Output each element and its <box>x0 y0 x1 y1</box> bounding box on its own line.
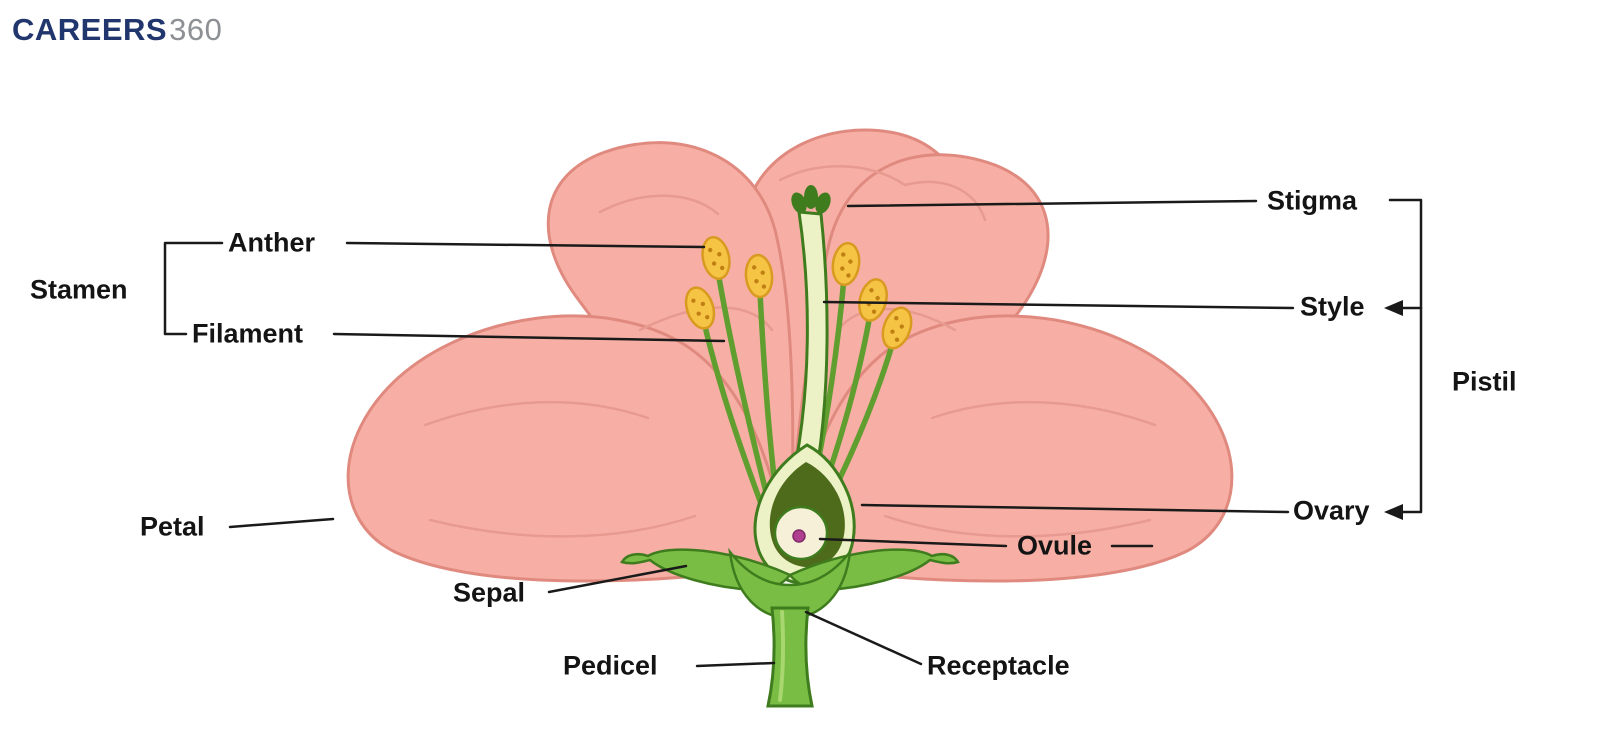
ovary-left-arrowhead <box>1384 504 1403 520</box>
calyx-and-stem <box>620 547 960 708</box>
label-style: Style <box>1300 291 1365 322</box>
label-stigma: Stigma <box>1267 185 1358 216</box>
label-receptacle: Receptacle <box>927 650 1070 681</box>
pistil <box>753 185 856 585</box>
style-left-arrowhead <box>1384 300 1403 316</box>
label-anther: Anther <box>228 227 315 258</box>
sepal-line <box>547 564 688 594</box>
ovary-line <box>860 503 1290 514</box>
filament-line <box>332 332 726 343</box>
petal-line <box>228 517 335 529</box>
ovule-nucleus <box>792 529 806 543</box>
stigma-line <box>846 199 1258 208</box>
label-stamen: Stamen <box>30 274 128 305</box>
anther-line <box>345 241 706 249</box>
petal-far-left <box>346 314 792 583</box>
pedicel-highlight <box>778 610 786 702</box>
leader-lines <box>163 198 1423 668</box>
label-pistil: Pistil <box>1452 366 1517 397</box>
stamen-bracket <box>163 241 224 336</box>
logo-suffix-text: 360 <box>169 12 223 47</box>
style-line <box>822 300 1295 310</box>
label-ovary: Ovary <box>1293 495 1370 526</box>
label-pedicel: Pedicel <box>563 650 658 681</box>
label-sepal: Sepal <box>453 577 526 608</box>
petal-far-right <box>788 314 1234 583</box>
label-filament: Filament <box>192 318 304 349</box>
careers360-logo: CAREERS360 <box>12 12 222 48</box>
pedicel-line <box>695 661 776 668</box>
label-ovule: Ovule <box>1017 530 1093 561</box>
stigma-lobes <box>791 185 831 214</box>
arrowheads <box>1384 300 1403 520</box>
pistil-bracket <box>1388 198 1423 514</box>
pedicel-stem <box>766 606 814 708</box>
receptacle-cup <box>728 547 852 620</box>
receptacle-line <box>804 610 923 666</box>
logo-brand-text: CAREERS <box>12 12 168 47</box>
label-petal: Petal <box>140 511 205 542</box>
ovule-line-left <box>818 537 1008 548</box>
anthers <box>684 236 913 350</box>
